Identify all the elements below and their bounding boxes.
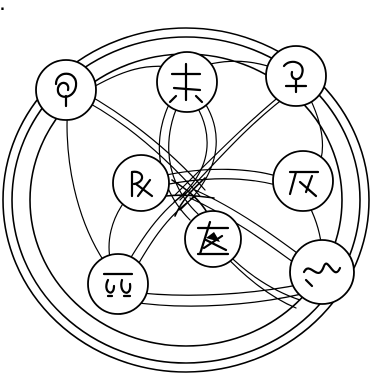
seal-bottom-left <box>88 254 148 314</box>
seal-disc <box>36 60 96 120</box>
seal-top-left <box>36 60 96 120</box>
seal-top-center <box>157 52 217 112</box>
seal-disc <box>113 155 169 211</box>
arc <box>120 290 318 306</box>
seal-disc <box>273 151 333 211</box>
seal-disc <box>266 46 326 106</box>
seal-inner-lower <box>185 211 241 267</box>
seal-right <box>273 151 333 211</box>
seal-inner-upper <box>113 155 169 211</box>
seal-top-right <box>266 46 326 106</box>
seal-bottom-right <box>290 240 354 304</box>
seal-disc <box>88 254 148 314</box>
